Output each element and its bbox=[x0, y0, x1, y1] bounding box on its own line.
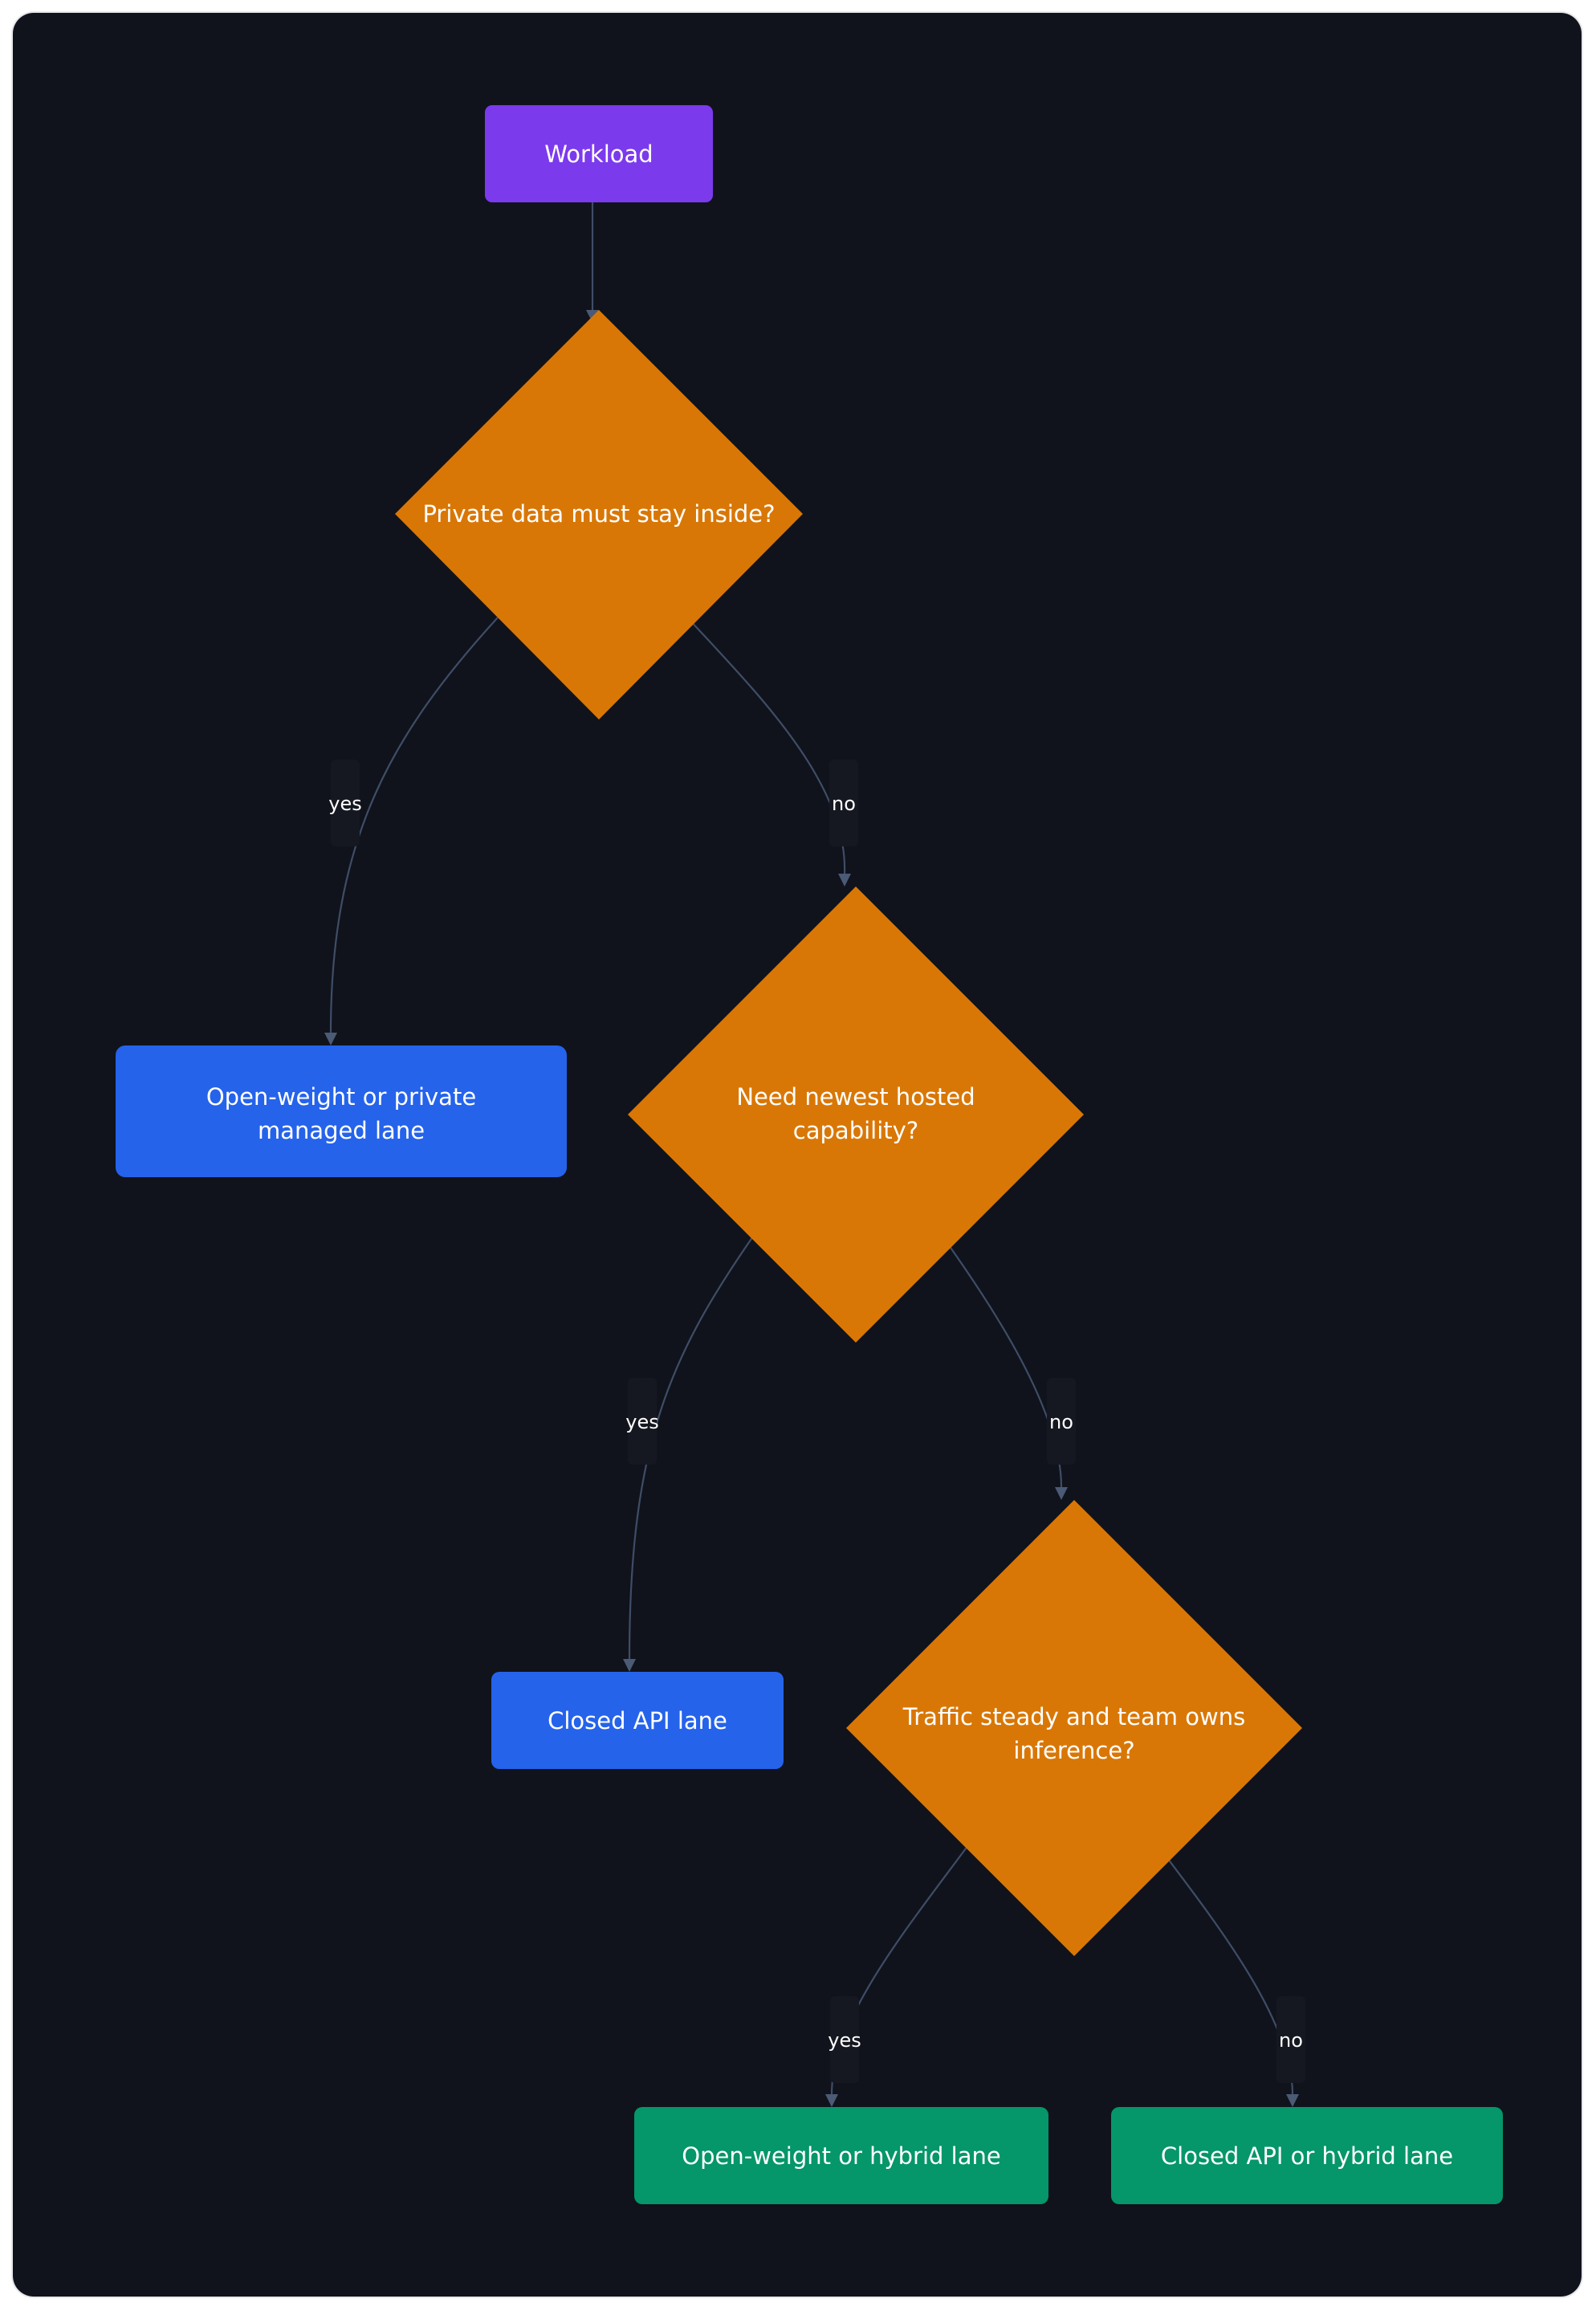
node-private-data-decision[interactable]: Private data must stay inside? bbox=[395, 310, 803, 719]
edge-label-traffic-yes: yes bbox=[828, 2029, 861, 2052]
edge-label-bg bbox=[829, 760, 858, 846]
arrowhead-icon bbox=[1055, 1487, 1068, 1500]
arrowhead-icon bbox=[825, 2094, 838, 2107]
node-closed-api-lane[interactable]: Closed API lane bbox=[491, 1672, 784, 1769]
decision-diamond bbox=[395, 310, 803, 719]
edge-label-newest-yes: yes bbox=[625, 1411, 658, 1433]
arrowhead-icon bbox=[1286, 2094, 1299, 2107]
edge-traffic-no bbox=[1157, 1844, 1294, 2095]
node-newest-capability-decision[interactable]: Need newest hosted capability? bbox=[628, 886, 1084, 1343]
node-open-private-label-1: Open-weight or private bbox=[206, 1083, 476, 1111]
node-traffic-steady-decision[interactable]: Traffic steady and team owns inference? bbox=[846, 1500, 1302, 1956]
node-workload[interactable]: Workload bbox=[485, 105, 713, 202]
node-workload-label: Workload bbox=[544, 141, 653, 168]
node-closed-api-hybrid-lane[interactable]: Closed API or hybrid lane bbox=[1111, 2107, 1503, 2204]
decision-private-label: Private data must stay inside? bbox=[422, 500, 775, 528]
node-closed-api-shape bbox=[491, 1672, 784, 1769]
edge-label-bg bbox=[331, 760, 360, 846]
node-closed-api-label: Closed API lane bbox=[548, 1707, 727, 1734]
edge-newest-no bbox=[938, 1231, 1063, 1488]
nodes: Workload Private data must stay inside? … bbox=[116, 105, 1503, 2204]
decision-diamond bbox=[846, 1500, 1302, 1956]
decision-diamond bbox=[628, 886, 1084, 1343]
edge-label-bg bbox=[628, 1378, 657, 1465]
flowchart: yes no yes no yes no Workload Private da… bbox=[116, 105, 1503, 2204]
node-open-weight-hybrid-lane[interactable]: Open-weight or hybrid lane bbox=[634, 2107, 1048, 2204]
edge-label-bg bbox=[830, 1996, 859, 2083]
node-open-weight-private-lane[interactable]: Open-weight or private managed lane bbox=[116, 1045, 567, 1177]
decision-newest-label-1: Need newest hosted bbox=[736, 1083, 975, 1111]
edge-private-yes bbox=[329, 617, 499, 1033]
edge-newest-yes bbox=[628, 1231, 757, 1660]
decision-traffic-label-2: inference? bbox=[1013, 1737, 1134, 1764]
arrowhead-icon bbox=[623, 1659, 636, 1672]
edge-label-private-yes: yes bbox=[328, 793, 361, 815]
node-open-private-label-2: managed lane bbox=[258, 1117, 425, 1144]
edge-private-no bbox=[688, 618, 846, 874]
arrowhead-icon bbox=[324, 1033, 337, 1045]
node-open-private-shape bbox=[116, 1045, 567, 1177]
decision-newest-label-2: capability? bbox=[793, 1117, 918, 1144]
node-workload-shape bbox=[485, 105, 713, 202]
edge-labels: yes no yes no yes no bbox=[328, 760, 1305, 2083]
arrowhead-icon bbox=[838, 874, 851, 886]
node-closed-hybrid-shape bbox=[1111, 2107, 1503, 2204]
node-closed-hybrid-label: Closed API or hybrid lane bbox=[1161, 2142, 1453, 2170]
edge-label-bg bbox=[1276, 1996, 1305, 2083]
edge-label-traffic-no: no bbox=[1279, 2029, 1303, 2052]
node-open-hybrid-label: Open-weight or hybrid lane bbox=[682, 2142, 1000, 2170]
node-open-hybrid-shape bbox=[634, 2107, 1048, 2204]
decision-traffic-label-1: Traffic steady and team owns bbox=[902, 1703, 1245, 1730]
edge-label-private-no: no bbox=[832, 793, 856, 815]
edge-label-newest-no: no bbox=[1049, 1411, 1073, 1433]
diagram-panel: yes no yes no yes no Workload Private da… bbox=[13, 13, 1582, 2297]
edge-label-bg bbox=[1047, 1378, 1076, 1465]
